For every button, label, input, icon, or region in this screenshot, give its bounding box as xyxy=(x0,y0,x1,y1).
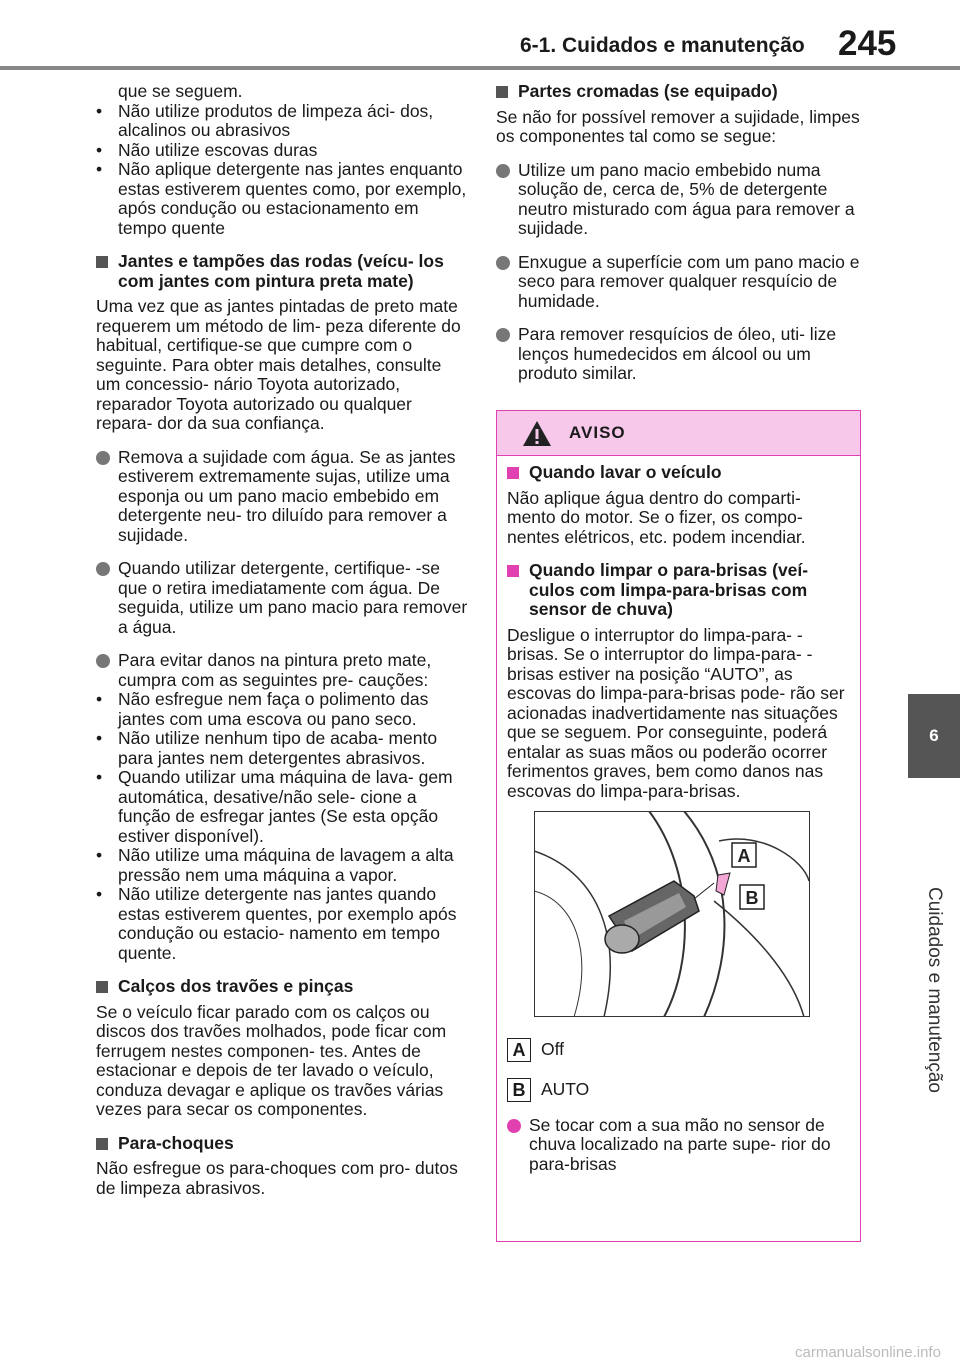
legend-label-b: B xyxy=(507,1077,531,1102)
list-item: Não esfregue nem faça o polimento das ja… xyxy=(96,689,468,729)
heading-matte-wheels: Jantes e tampões das rodas (veícu- los c… xyxy=(96,251,468,291)
bullet-item: Para evitar danos na pintura preto mate,… xyxy=(96,650,468,690)
wiper-switch-illustration: A B xyxy=(533,810,810,1018)
paragraph: Uma vez que as jantes pintadas de preto … xyxy=(96,296,461,433)
paragraph: Se o veículo ficar parado com os calços … xyxy=(96,1001,447,1119)
warning-header: AVISO xyxy=(497,411,860,456)
list-item: Quando utilizar uma máquina de lava- gem… xyxy=(96,767,468,846)
bullet-item: Remova a sujidade com água. Se as jantes… xyxy=(96,447,468,546)
matte-precautions-list: Não esfregue nem faça o polimento das ja… xyxy=(96,689,468,963)
left-column: que se seguem. Não utilize produtos de l… xyxy=(96,81,468,1212)
page-number: 245 xyxy=(838,24,897,63)
heading-washing-vehicle: Quando lavar o veículo xyxy=(507,462,847,483)
list-item: Não utilize nenhum tipo de acaba- mento … xyxy=(96,728,468,768)
heading-chrome-parts: Partes cromadas (se equipado) xyxy=(496,81,862,102)
warning-triangle-icon xyxy=(523,421,551,446)
bullet-item: Para remover resquícios de óleo, uti- li… xyxy=(496,324,862,384)
heading-brakes: Calços dos travões e pinças xyxy=(96,976,468,997)
callout-b: B xyxy=(746,888,759,908)
heading-windshield: Quando limpar o para-brisas (veí- culos … xyxy=(507,560,847,620)
list-item: Não utilize escovas duras xyxy=(96,140,468,161)
legend-item-a: A Off xyxy=(507,1037,847,1062)
cleaning-precautions-list: Não utilize produtos de limpeza áci- dos… xyxy=(96,101,468,239)
warning-box: AVISO Quando lavar o veículo Não aplique… xyxy=(496,410,861,1242)
right-column: Partes cromadas (se equipado) Se não for… xyxy=(496,81,862,398)
legend-text-b: AUTO xyxy=(541,1078,590,1099)
bullet-item: Enxugue a superfície com um pano macio e… xyxy=(496,252,862,312)
chapter-label: Cuidados e manutenção xyxy=(924,887,945,1093)
list-item: Não utilize detergente nas jantes quando… xyxy=(96,884,468,963)
list-item: Não utilize uma máquina de lavagem a alt… xyxy=(96,845,468,885)
warning-title: AVISO xyxy=(569,423,626,442)
continued-text: que se seguem. xyxy=(118,81,243,101)
heading-bumpers: Para-choques xyxy=(96,1133,468,1154)
header-divider xyxy=(0,66,960,70)
warning-body: Quando lavar o veículo Não aplique água … xyxy=(507,462,847,1188)
bullet-item: Se tocar com a sua mão no sensor de chuv… xyxy=(507,1115,847,1175)
paragraph: Se não for possível remover a sujidade, … xyxy=(496,106,860,146)
chapter-tab: 6 xyxy=(908,694,960,778)
callout-a: A xyxy=(738,846,751,866)
list-item: Não utilize produtos de limpeza áci- dos… xyxy=(96,101,468,141)
bullet-item: Quando utilizar detergente, certifique- … xyxy=(96,558,468,637)
paragraph: Não aplique água dentro do comparti- men… xyxy=(507,487,806,547)
legend-text-a: Off xyxy=(541,1038,565,1059)
legend-label-a: A xyxy=(507,1037,531,1062)
paragraph: Desligue o interruptor do limpa-para- -b… xyxy=(507,624,845,801)
watermark: carmanualsonline.info xyxy=(795,1344,941,1361)
section-title: 6-1. Cuidados e manutenção xyxy=(520,34,805,57)
bullet-item: Utilize um pano macio embebido numa solu… xyxy=(496,160,862,239)
list-item: Não aplique detergente nas jantes enquan… xyxy=(96,159,468,238)
paragraph: Não esfregue os para-choques com pro- du… xyxy=(96,1158,458,1198)
legend-item-b: B AUTO xyxy=(507,1077,847,1102)
